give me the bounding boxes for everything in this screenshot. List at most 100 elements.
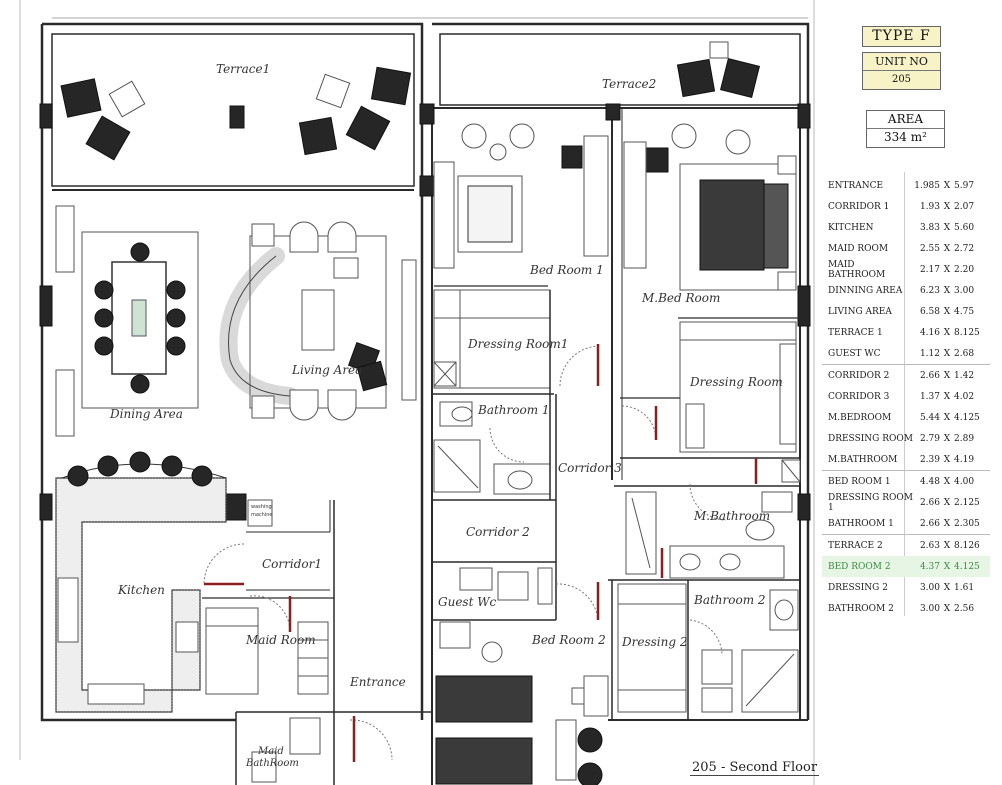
room-times: X — [943, 454, 951, 465]
room-length: 4.19 — [954, 454, 975, 465]
bathroom1-label: Bathroom 1 — [477, 403, 550, 417]
room-length: 4.125 — [954, 561, 980, 572]
room-name: MAID ROOM — [828, 243, 889, 254]
room-times: X — [943, 476, 951, 487]
room-width: 4.16 — [919, 327, 940, 338]
corridor3-mbathroom — [608, 397, 801, 581]
room-name: DRESSING ROOM — [828, 433, 913, 444]
room-times: X — [943, 264, 951, 275]
room-width: 2.79 — [919, 433, 940, 444]
terrace2-label: Terrace2 — [602, 77, 656, 91]
maid-room-label: Maid Room — [245, 633, 316, 647]
kitchen-furniture: washing machine — [55, 451, 331, 713]
master-bathroom-label: M.Bathroom — [693, 509, 770, 523]
room-length: 2.07 — [954, 201, 975, 212]
room-width: 2.66 — [919, 370, 940, 381]
room-width: 3.00 — [919, 582, 940, 593]
room-width: 5.44 — [919, 412, 940, 423]
guest-wc-label: Guest Wc — [438, 595, 497, 609]
type-title: TYPE F — [862, 26, 941, 47]
room-name: ENTRANCE — [828, 180, 884, 191]
dressing1-bathroom1 — [432, 289, 556, 501]
room-name: LIVING AREA — [828, 306, 892, 317]
room-name: TERRACE 2 — [828, 540, 883, 551]
room-name: DRESSING ROOM 1 — [828, 492, 913, 513]
room-width: 2.17 — [919, 264, 940, 275]
master-bedroom-furniture — [623, 123, 800, 453]
corridor1-label: Corridor1 — [262, 557, 322, 571]
room-name: M.BEDROOM — [828, 412, 892, 423]
room-name: CORRIDOR 1 — [828, 201, 890, 212]
room-times: X — [943, 497, 951, 508]
room-width: 3.83 — [919, 222, 940, 233]
room-length: 2.72 — [954, 243, 975, 254]
room-times: X — [943, 603, 951, 614]
room-width: 2.66 — [919, 497, 940, 508]
room-times: X — [943, 348, 951, 359]
room-length: 1.42 — [954, 370, 975, 381]
room-name: M.BATHROOM — [828, 454, 898, 465]
terrace2-furniture — [676, 41, 761, 99]
room-name: BED ROOM 1 — [828, 476, 891, 487]
room-length: 3.00 — [954, 285, 975, 296]
room-length: 1.61 — [954, 582, 975, 593]
room-length: 2.125 — [954, 497, 980, 508]
room-name: BATHROOM 2 — [828, 603, 894, 614]
room-times: X — [943, 306, 951, 317]
room-name: GUEST WC — [828, 348, 881, 359]
room-length: 2.305 — [954, 518, 980, 529]
room-width: 6.58 — [919, 306, 940, 317]
dressing-room-label: Dressing Room — [689, 375, 783, 389]
room-width: 3.00 — [919, 603, 940, 614]
terrace1-furniture — [60, 66, 412, 161]
room-length: 4.125 — [954, 412, 980, 423]
unit-number: 205 — [891, 74, 912, 85]
room-width: 2.55 — [919, 243, 940, 254]
room-width: 2.66 — [919, 518, 940, 529]
kitchen-label: Kitchen — [117, 583, 165, 597]
washing-machine-label-1: washing — [251, 504, 272, 510]
room-width: 4.48 — [919, 476, 940, 487]
entrance-label: Entrance — [349, 675, 406, 689]
room-name: TERRACE 1 — [828, 327, 883, 338]
dressing2-bathroom2 — [611, 580, 799, 720]
dining-furniture — [55, 205, 199, 437]
room-name: KITCHEN — [828, 222, 874, 233]
unit-box: UNIT NO 205 — [862, 52, 941, 90]
unit-label: UNIT NO — [863, 53, 940, 71]
room-name: BED ROOM 2 — [828, 561, 891, 572]
room-name: CORRIDOR 3 — [828, 391, 890, 402]
bedroom1-furniture — [433, 123, 609, 287]
room-width: 6.23 — [919, 285, 940, 296]
room-times: X — [943, 201, 951, 212]
room-length: 4.02 — [954, 391, 975, 402]
room-length: 2.56 — [954, 603, 975, 614]
washing-machine-label-2: machine — [251, 512, 273, 518]
room-times: X — [943, 391, 951, 402]
room-times: X — [943, 327, 951, 338]
room-times: X — [943, 540, 951, 551]
bedroom2-label: Bed Room 2 — [531, 633, 606, 647]
room-times: X — [943, 518, 951, 529]
room-times: X — [943, 582, 951, 593]
room-length: 8.126 — [954, 540, 980, 551]
floor-caption: 205 - Second Floor — [690, 760, 820, 776]
bedroom2-furniture — [435, 621, 609, 785]
room-width: 2.39 — [919, 454, 940, 465]
room-width: 2.63 — [919, 540, 940, 551]
